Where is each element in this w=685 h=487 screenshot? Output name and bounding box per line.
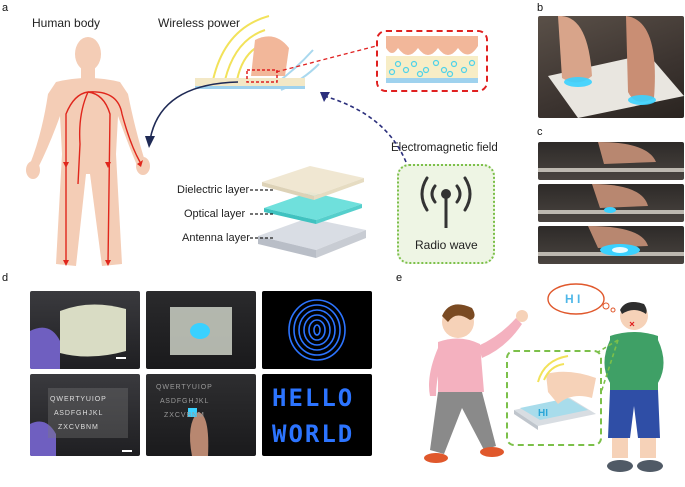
panel-label-b: b (537, 2, 544, 14)
wireless-power-illustration (195, 15, 320, 91)
power-to-body-arrow (145, 81, 239, 148)
device-hi-text: HI (538, 408, 548, 419)
photo-d-hello-world: HELLO WORLD (262, 374, 372, 456)
panel-label-a: a (2, 2, 9, 14)
photo-d-film-glove (30, 291, 140, 369)
thought-bubble (547, 283, 616, 315)
keyboard-press-row-1: Q W E R T Y U I O P (156, 384, 212, 391)
speech-text: H I (565, 292, 581, 306)
layer-label-antenna: Antenna layer (182, 232, 250, 244)
zoom-connector (276, 45, 377, 73)
keyboard-press-row-3: Z X C V B N M (164, 412, 204, 419)
photo-c-step-1 (538, 142, 684, 180)
antenna-icon (420, 176, 472, 228)
keyboard-row-3: Z X C V B N M (58, 424, 98, 431)
radio-wave-label: Radio wave (415, 238, 478, 252)
photo-b-fingers-touch (538, 16, 684, 118)
panel-label-d: d (2, 272, 9, 284)
hello-text: HELLO (272, 384, 355, 412)
wireless-power-label: Wireless power (158, 16, 241, 30)
panel-label-c: c (537, 126, 543, 138)
device-inset-connector (597, 339, 619, 403)
photo-c-step-2 (538, 184, 684, 222)
person-listening (604, 302, 664, 472)
keyboard-row-2: A S D F G H J K L (54, 410, 102, 417)
device-inset: HI (506, 350, 602, 446)
layer-label-dielectric: Dielectric layer (177, 184, 250, 196)
electromagnetic-field-arrow (320, 92, 407, 163)
human-body-figure (26, 37, 150, 266)
human-body-label: Human body (32, 16, 101, 30)
photo-d-film-glow (146, 291, 256, 369)
person-waving (424, 304, 528, 463)
photo-d-keyboard-press: Q W E R T Y U I O P A S D F G H J K L Z … (146, 374, 256, 456)
layer-leader-lines (250, 189, 274, 239)
radio-wave-box: Radio wave (397, 164, 495, 264)
photo-d-keyboard-film: Q W E R T Y U I O P A S D F G H J K L Z … (30, 374, 140, 456)
layer-label-optical: Optical layer (184, 208, 246, 220)
keyboard-press-row-2: A S D F G H J K L (160, 398, 208, 405)
photo-c-step-3 (538, 226, 684, 264)
keyboard-row-1: Q W E R T Y U I O P (50, 396, 106, 403)
photo-d-fingerprint (262, 291, 372, 369)
world-text: WORLD (272, 420, 355, 448)
zoom-inset (376, 30, 488, 92)
panel-label-e: e (396, 272, 403, 284)
layer-stack (258, 166, 366, 258)
electromagnetic-field-label: Electromagnetic field (391, 142, 498, 154)
